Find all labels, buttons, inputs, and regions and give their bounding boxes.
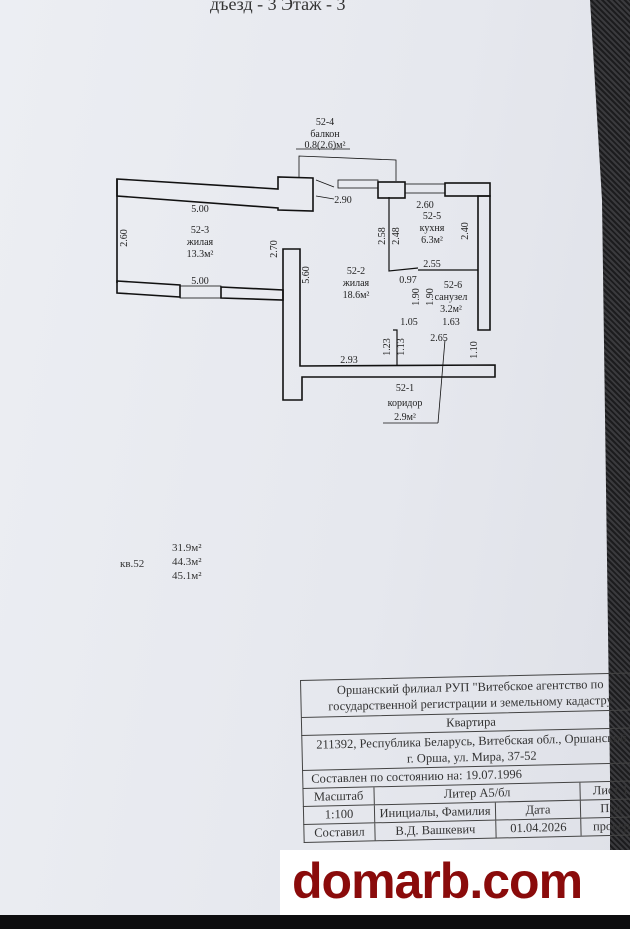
- room-area: 3.2м²: [440, 304, 462, 315]
- dimension: 1.23: [382, 338, 393, 356]
- watermark: domarb.com: [280, 850, 630, 916]
- dimension: 2.60: [416, 200, 434, 211]
- flat-number: кв.52: [120, 558, 145, 570]
- wall-top-left: [116, 176, 314, 212]
- wall-right: [477, 195, 491, 331]
- date-label: Дата: [495, 800, 582, 820]
- total-area: 44.3м²: [172, 556, 202, 568]
- window: [337, 179, 379, 189]
- wall-lower-left: [116, 280, 181, 298]
- wall-column: [282, 248, 496, 401]
- room-id: 52-4: [316, 117, 334, 128]
- dimension: 5.00: [191, 204, 209, 215]
- initials-label: Инициалы, Фамилия: [374, 802, 497, 823]
- balcony-outline: [298, 155, 397, 181]
- scale: 1:100: [303, 805, 376, 824]
- corridor-stub: [393, 329, 398, 366]
- compiled-date: 01.04.2026: [496, 818, 582, 838]
- bottom-edge: [0, 915, 630, 929]
- dimension: 1.63: [442, 317, 460, 328]
- dimension: 1.13: [396, 338, 407, 356]
- dimension: 1.90: [425, 288, 436, 306]
- total-area-with-balcony: 45.1м²: [172, 570, 202, 582]
- entrance-floor-heading: дъезд - 3 Этаж - 3: [210, 0, 346, 14]
- dimension: 5.00: [191, 276, 209, 287]
- room-id: 52-6: [444, 280, 462, 291]
- dimension: 2.48: [391, 227, 402, 245]
- dimension: 0.97: [399, 275, 417, 286]
- room-id: 52-5: [423, 211, 441, 222]
- room-name: санузел: [435, 292, 468, 303]
- room-area: 13.3м²: [187, 249, 214, 260]
- kitchen-partition: [388, 197, 419, 272]
- title-block: Оршанский филиал РУП "Витебское агентств…: [300, 672, 630, 843]
- dimension: 2.55: [423, 259, 441, 270]
- dimension: 2.93: [340, 355, 358, 366]
- watermark-text: domarb.com: [292, 853, 583, 909]
- dimension: 1.90: [411, 288, 422, 306]
- dimension: 2.40: [460, 222, 471, 240]
- room-area: 0.8(2.6)м²: [305, 140, 346, 151]
- room-name: жилая: [186, 237, 214, 248]
- room-area: 6.3м²: [421, 235, 443, 246]
- room-name: коридор: [388, 398, 423, 409]
- room-name: жилая: [342, 278, 370, 289]
- room-id: 52-3: [191, 225, 209, 236]
- dimension: 2.58: [377, 227, 388, 245]
- compiled-label: Составил: [304, 823, 376, 842]
- sheet: Лист 1: [580, 781, 630, 800]
- wall-block: [377, 181, 406, 199]
- room-area: 18.6м²: [343, 290, 370, 301]
- room-name: кухня: [420, 223, 445, 234]
- document-paper: [0, 0, 610, 920]
- room-area: 2.9м²: [394, 412, 416, 423]
- room-id: 52-2: [347, 266, 365, 277]
- window: [179, 285, 222, 299]
- wall-lower-mid: [220, 286, 284, 301]
- dimension: 1.10: [469, 341, 480, 359]
- room-id: 52-1: [396, 383, 414, 394]
- dimension: 2.60: [119, 229, 130, 247]
- dimension: 2.65: [430, 333, 448, 344]
- checked-label: провер: [581, 817, 630, 836]
- scale-label: Масштаб: [303, 787, 375, 806]
- dimension: 2.70: [269, 240, 280, 258]
- living-area: 31.9м²: [172, 542, 202, 554]
- room-name: балкон: [310, 129, 340, 140]
- dimension: 1.05: [400, 317, 418, 328]
- dimension: 5.60: [301, 266, 312, 284]
- window: [404, 183, 446, 194]
- dimension: 2.90: [334, 195, 352, 206]
- compiled-by: В.Д. Вашкевич: [375, 820, 497, 841]
- wall-block: [444, 182, 491, 197]
- sign-label: Под: [580, 799, 630, 818]
